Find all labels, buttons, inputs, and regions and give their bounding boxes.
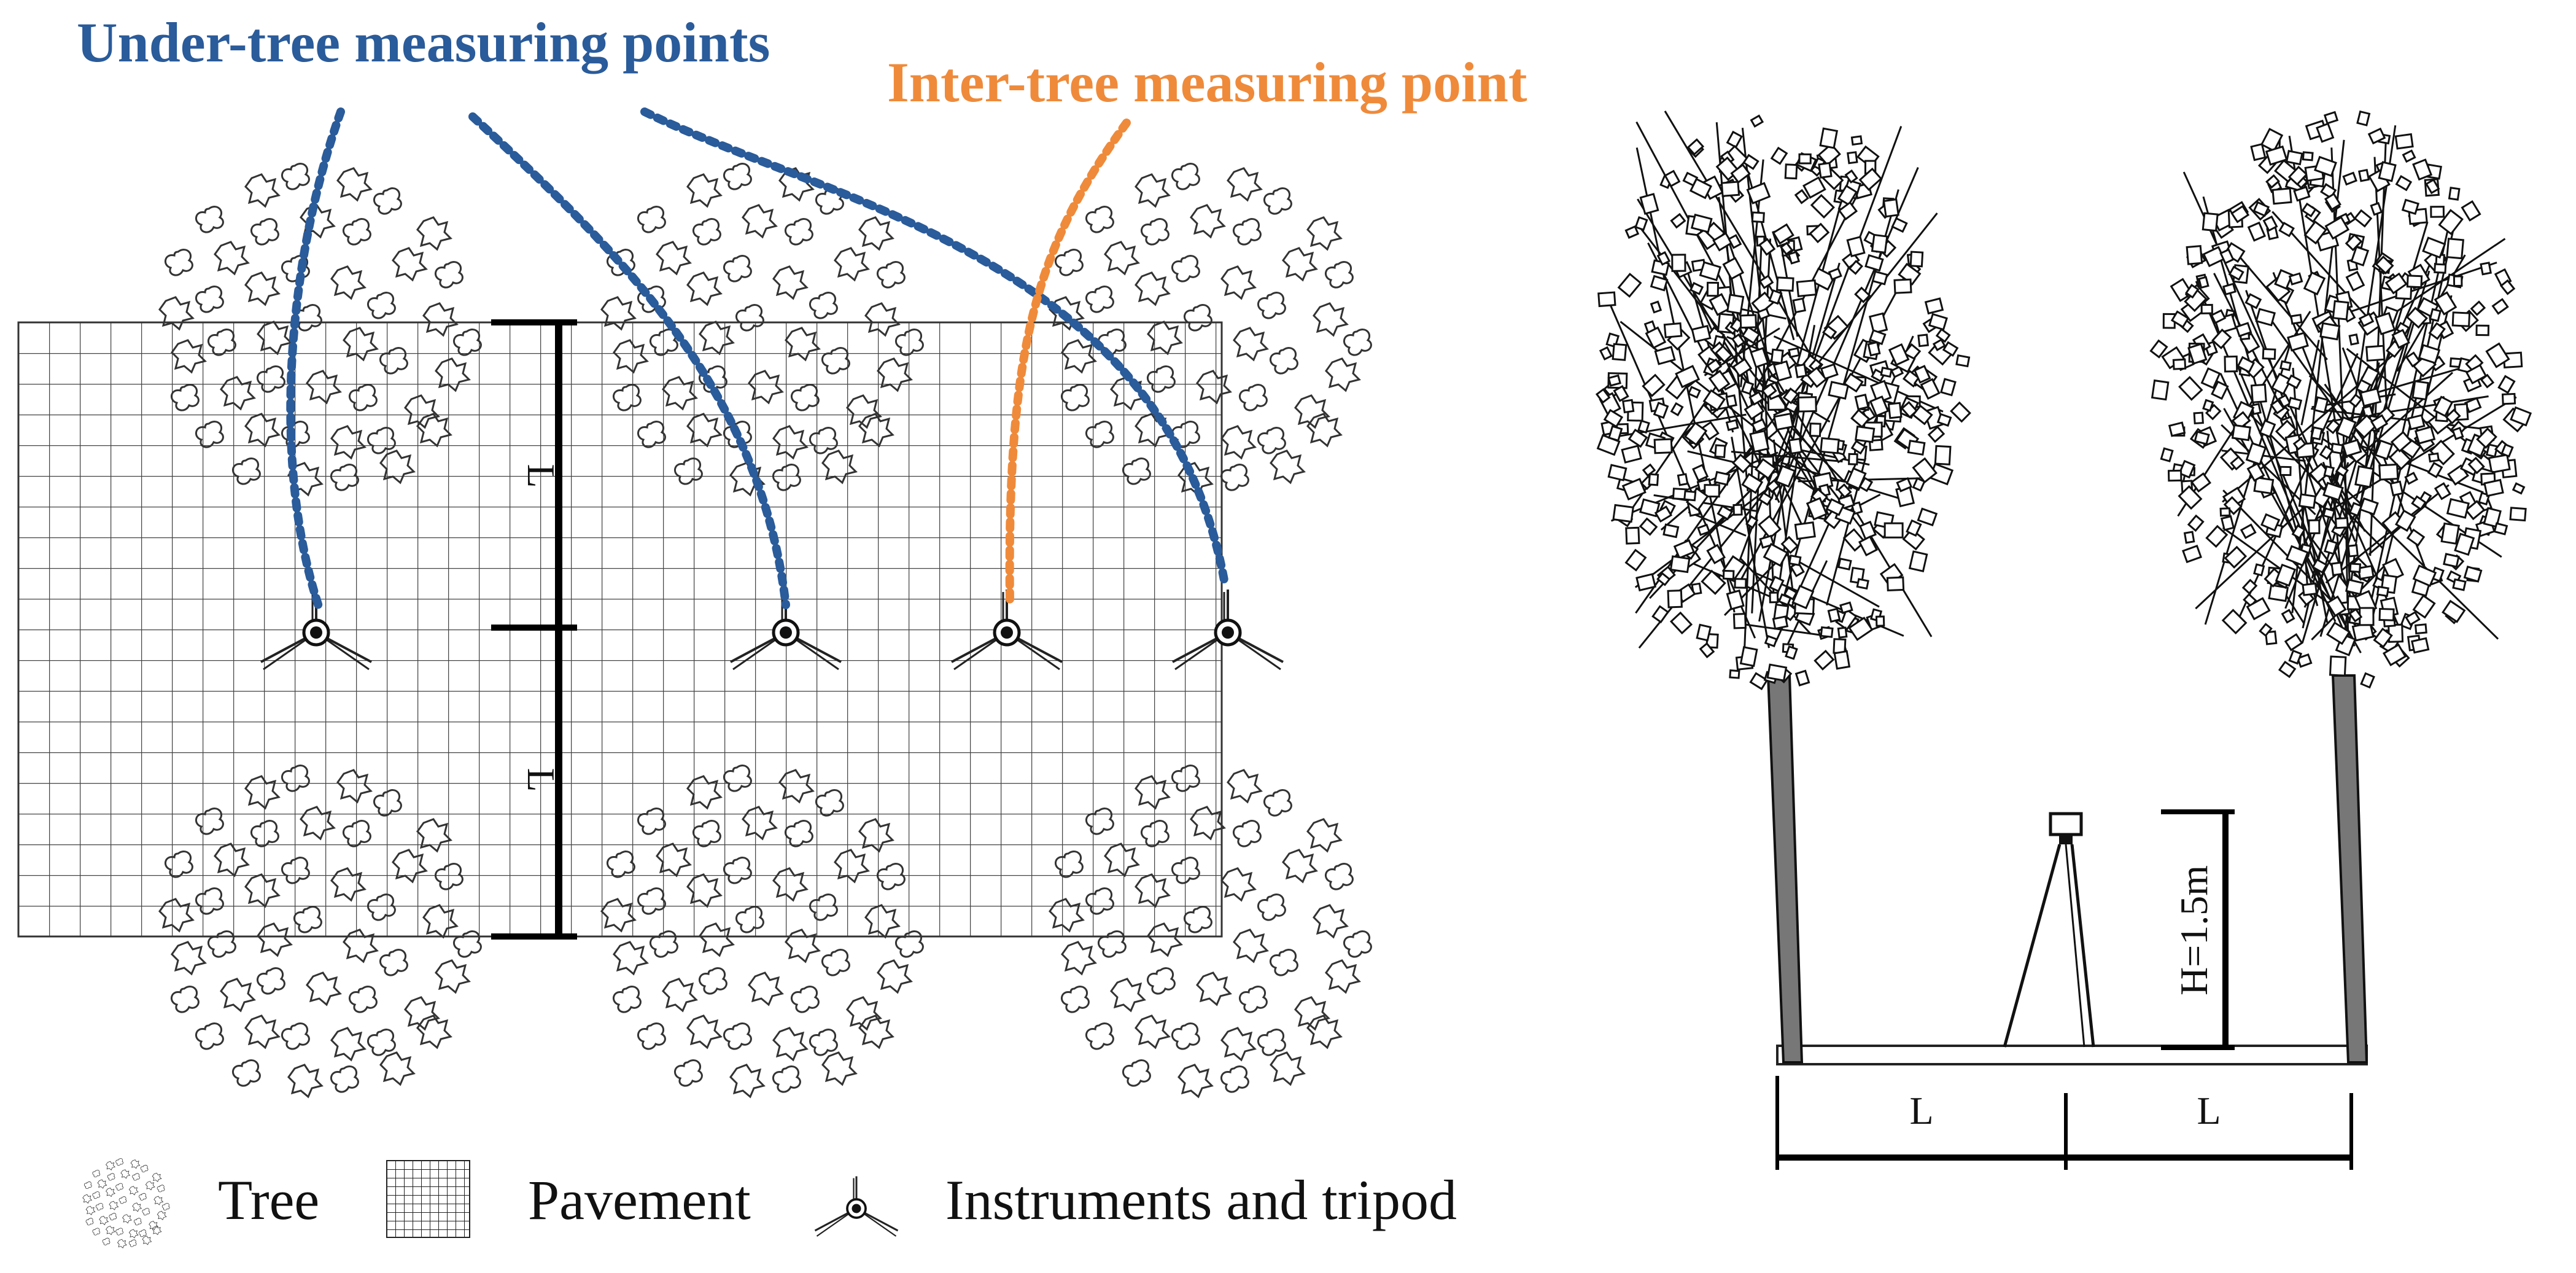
tree-legend-icon (78, 1153, 174, 1249)
elev-L-left: L (1909, 1089, 1933, 1132)
pavement-grid (17, 321, 1223, 938)
legend-instrument-label: Instruments and tripod (945, 1169, 1457, 1231)
inter-tree-leader (1005, 119, 1131, 606)
height-label: H=1.5m (2172, 865, 2216, 995)
height-dimension: H=1.5m (2161, 809, 2235, 1050)
elevation-view: H=1.5m L L (1595, 110, 2532, 1170)
under-tree-leader-1 (286, 107, 345, 612)
tree-elevation-left-crown (1595, 111, 1971, 690)
legend: Tree Pavement Instruments and tripod (78, 1153, 1457, 1249)
plan-view: L L Under-tree measuring points Inter-tr… (17, 11, 1527, 1249)
inter-tree-label: Inter-tree measuring point (887, 51, 1527, 114)
plan-L-top: L (519, 464, 563, 488)
tripod-elevation (2003, 812, 2095, 1048)
pavement-legend-icon (386, 1160, 470, 1238)
elev-L-right: L (2197, 1089, 2221, 1132)
legend-pavement-label: Pavement (528, 1169, 751, 1231)
under-tree-label: Under-tree measuring points (77, 11, 770, 74)
plan-L-bottom: L (519, 768, 563, 792)
ground-slab (1776, 1045, 2368, 1065)
under-tree-leader-2 (468, 112, 790, 609)
tree-elevation-left-trunk (1766, 674, 1804, 1064)
tree-elevation-right-crown (2149, 110, 2532, 689)
legend-tree-label: Tree (218, 1169, 319, 1231)
tripod-legend-icon (813, 1175, 899, 1237)
under-tree-leader-3 (640, 107, 1229, 588)
tree-elevation-right-trunk (2331, 674, 2368, 1064)
elevation-dimension: L L (1775, 1076, 2353, 1170)
plan-dimension: L L (491, 319, 577, 940)
